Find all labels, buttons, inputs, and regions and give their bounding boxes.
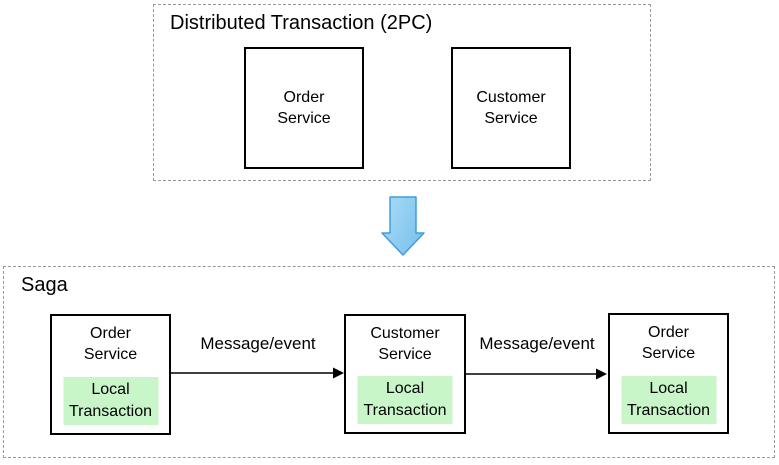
message-event-label-2: Message/event xyxy=(479,334,595,353)
customer-service-label: Customer Service xyxy=(476,89,546,127)
message-event-arrow-1 xyxy=(171,367,344,379)
customer-service-box-saga: Customer Service Local Transaction xyxy=(344,314,466,434)
order-service-box-saga-2: Order Service Local Transaction xyxy=(608,313,729,434)
order-service-label: Order Service xyxy=(641,324,696,362)
customer-service-label: Customer Service xyxy=(370,325,440,363)
order-service-box-2pc: Order Service xyxy=(244,47,364,169)
saga-group: Saga Order Service Local Transaction Mes… xyxy=(3,266,775,458)
message-event-label-1: Message/event xyxy=(200,334,316,353)
order-service-box-saga-1: Order Service Local Transaction xyxy=(50,314,171,435)
distributed-transaction-group: Distributed Transaction (2PC) Order Serv… xyxy=(153,4,651,181)
saga-title: Saga xyxy=(21,274,68,296)
local-transaction-box: Local Transaction xyxy=(621,376,716,424)
customer-service-box-2pc: Customer Service xyxy=(451,47,571,169)
down-arrow-icon xyxy=(381,196,425,256)
order-service-label: Order Service xyxy=(83,325,138,363)
local-transaction-box: Local Transaction xyxy=(63,377,158,425)
message-event-arrow-2 xyxy=(466,368,607,380)
order-service-label: Order Service xyxy=(277,89,331,127)
local-transaction-box: Local Transaction xyxy=(357,376,453,424)
distributed-transaction-title: Distributed Transaction (2PC) xyxy=(170,12,433,34)
